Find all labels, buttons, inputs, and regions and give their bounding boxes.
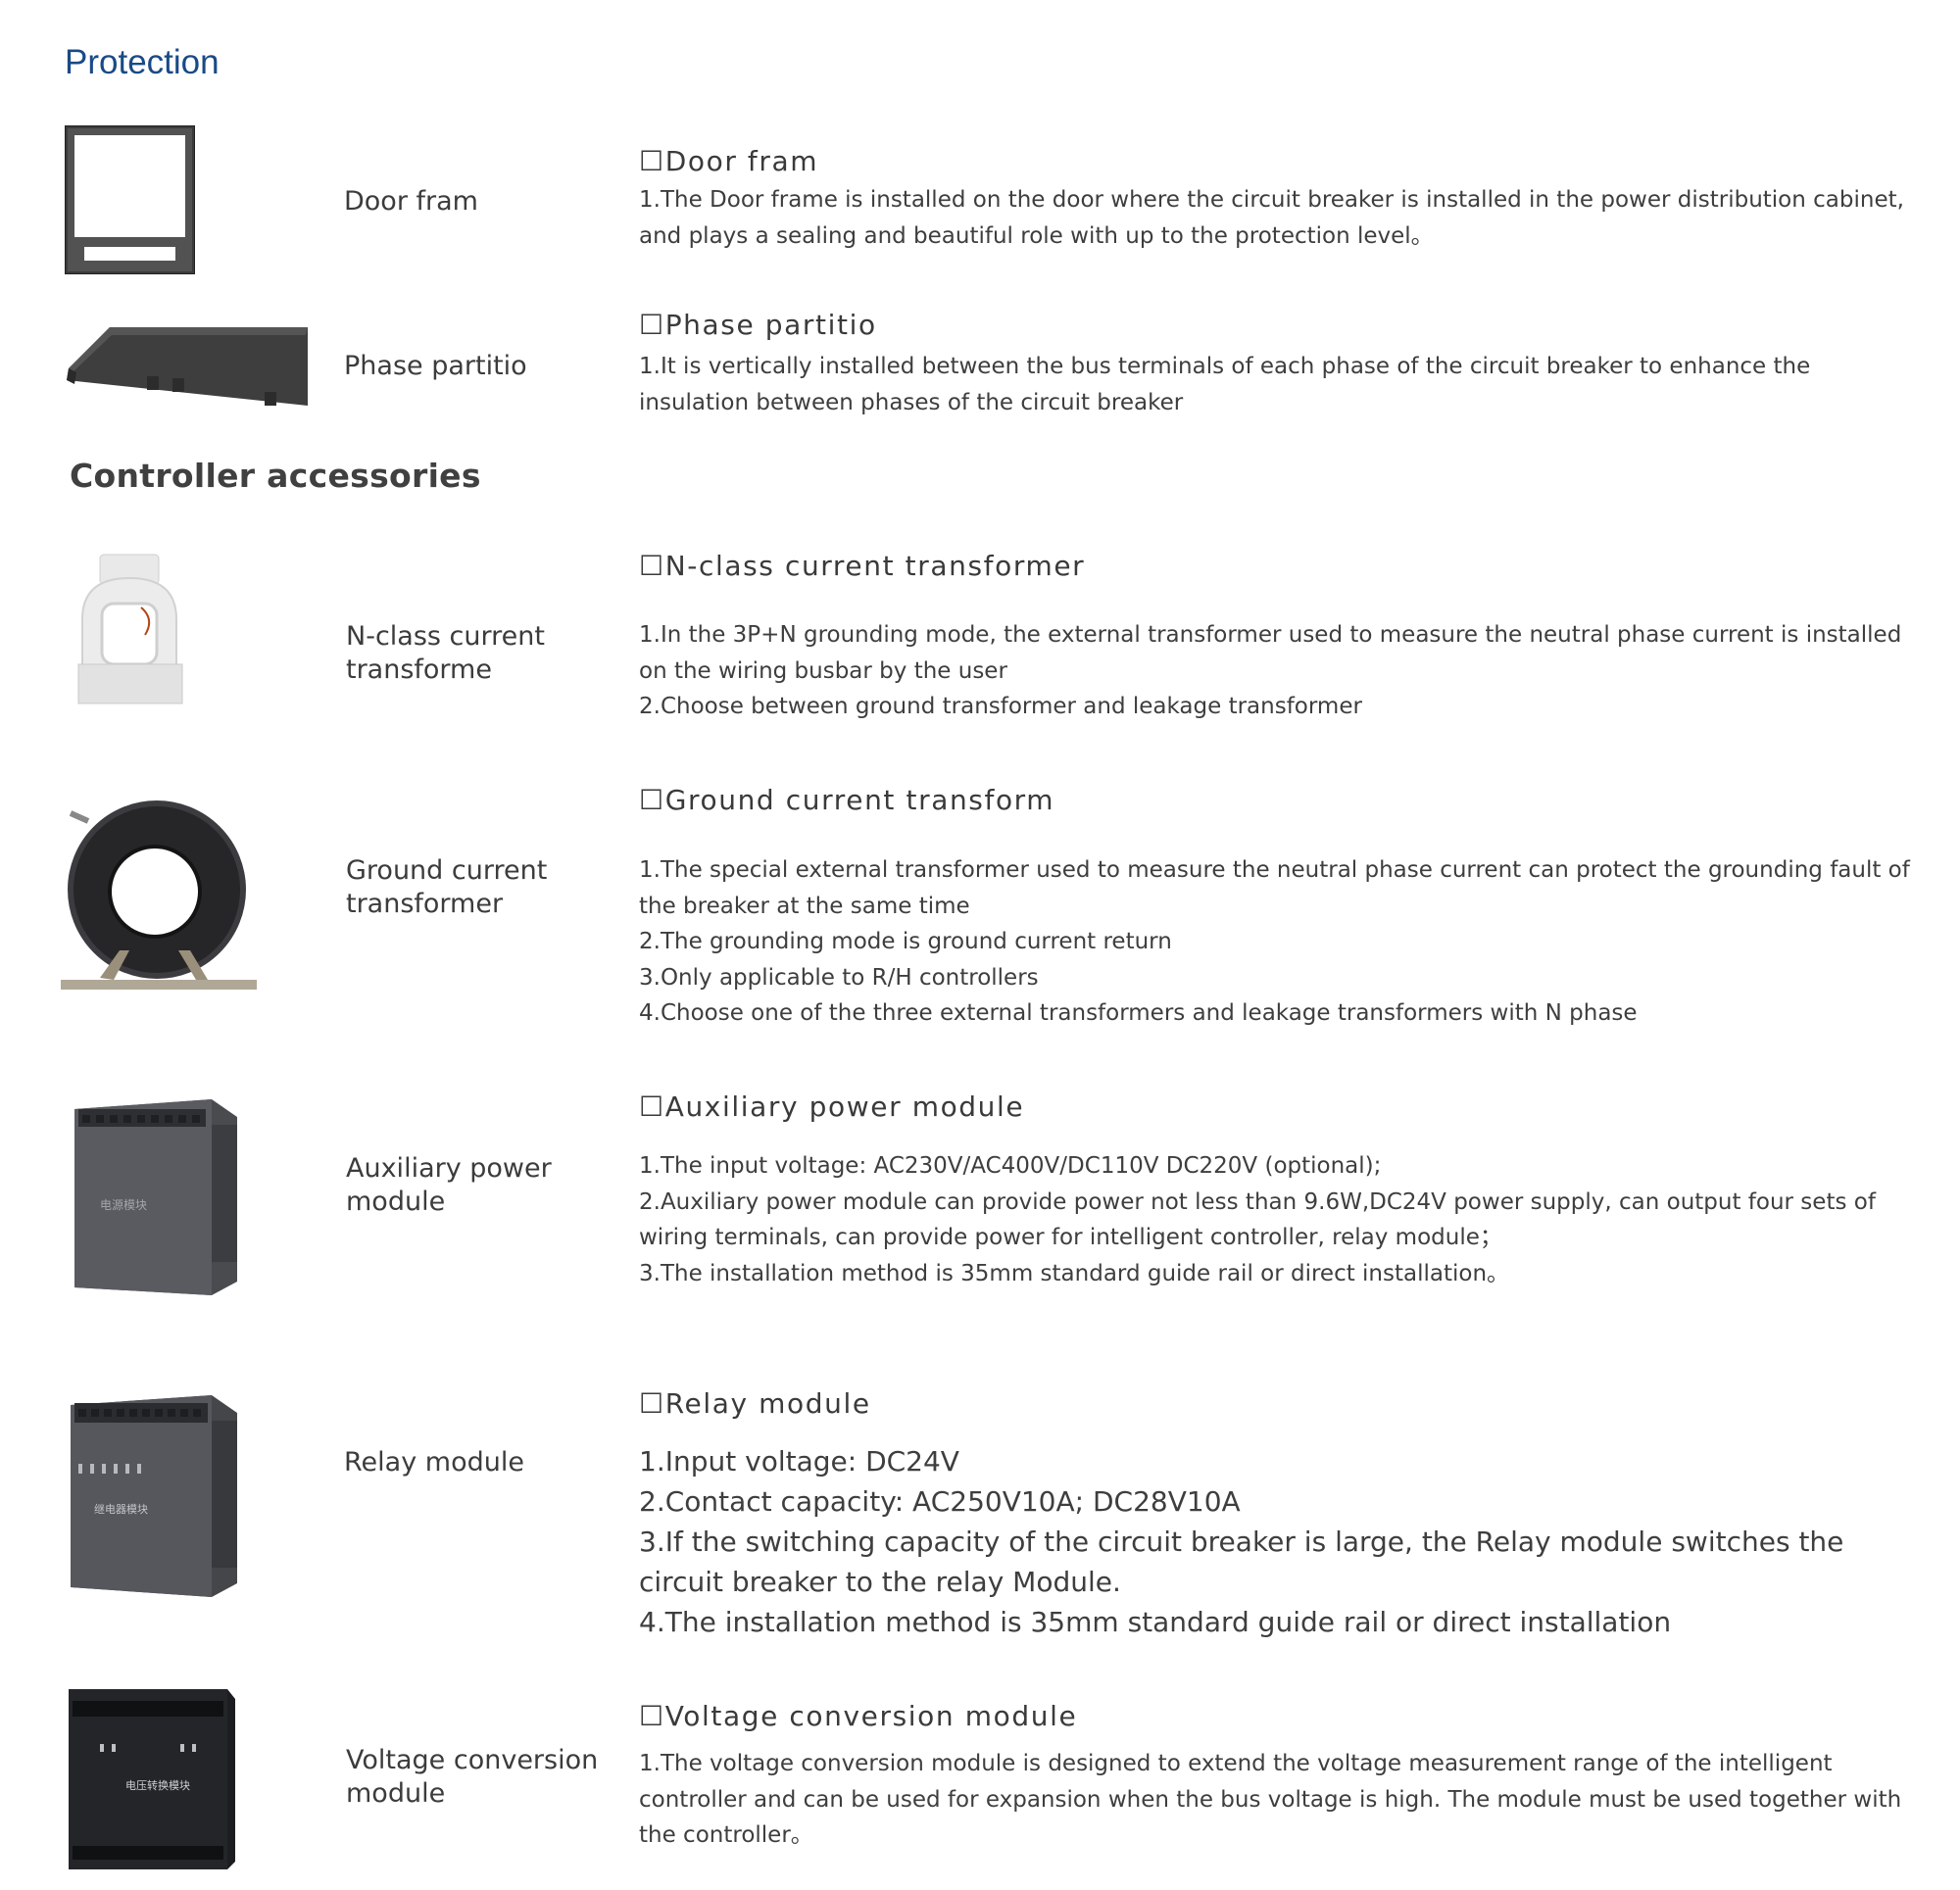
voltage-device-label: 电压转换模块 bbox=[125, 1778, 190, 1792]
item-description-ground-transformer: 1.The special external transformer used … bbox=[639, 852, 1933, 1032]
description-line: 2.Choose between ground transformer and … bbox=[639, 694, 1362, 719]
description-line: 1.The special external transformer used … bbox=[639, 857, 1910, 919]
description-line: 4.The installation method is 35mm standa… bbox=[639, 1606, 1672, 1638]
item-name-ground-transformer: Ground current transformer bbox=[346, 855, 548, 919]
phase-partition-image bbox=[63, 321, 314, 412]
description-line: 1.The input voltage: AC230V/AC400V/DC110… bbox=[639, 1153, 1382, 1179]
auxiliary-power-module-image: 电源模块 bbox=[65, 1095, 239, 1295]
item-name-door-frame: Door fram bbox=[344, 186, 478, 217]
ground-transformer-image bbox=[61, 794, 257, 997]
item-name-auxiliary-power-module: Auxiliary power module bbox=[346, 1153, 552, 1217]
description-line: 1.The voltage conversion module is desig… bbox=[639, 1751, 1902, 1848]
item-name-voltage-conversion-module: Voltage conversion module bbox=[346, 1745, 599, 1809]
description-line: 2.Auxiliary power module can provide pow… bbox=[639, 1188, 1876, 1251]
section-title-controller-accessories: Controller accessories bbox=[70, 457, 481, 495]
item-name-relay-module: Relay module bbox=[344, 1447, 524, 1478]
item-description-door-frame: 1.The Door frame is installed on the doo… bbox=[639, 182, 1933, 254]
description-line: 1.The Door frame is installed on the doo… bbox=[639, 187, 1904, 249]
item-heading-relay-module: ☐Relay module bbox=[639, 1387, 871, 1420]
door-frame-image bbox=[65, 125, 195, 274]
item-description-auxiliary-power-module: 1.The input voltage: AC230V/AC400V/DC110… bbox=[639, 1148, 1933, 1291]
description-line: 1.It is vertically installed between the… bbox=[639, 354, 1811, 415]
description-line: 2.The grounding mode is ground current r… bbox=[639, 929, 1172, 954]
description-line: 3.If the switching capacity of the circu… bbox=[639, 1526, 1844, 1598]
description-line: 1.Input voltage: DC24V bbox=[639, 1445, 959, 1478]
section-title-protection: Protection bbox=[65, 43, 220, 81]
item-description-voltage-conversion-module: 1.The voltage conversion module is desig… bbox=[639, 1746, 1942, 1854]
n-class-transformer-image bbox=[73, 551, 188, 707]
item-heading-phase-partition: ☐Phase partitio bbox=[639, 309, 877, 341]
item-heading-auxiliary-power-module: ☐Auxiliary power module bbox=[639, 1090, 1025, 1123]
item-description-relay-module: 1.Input voltage: DC24V 2.Contact capacit… bbox=[639, 1441, 1933, 1642]
item-name-n-class-transformer: N-class current transforme bbox=[346, 621, 545, 685]
item-heading-n-class-transformer: ☐N-class current transformer bbox=[639, 550, 1086, 582]
item-description-n-class-transformer: 1.In the 3P+N grounding mode, the extern… bbox=[639, 617, 1933, 725]
description-line: 2.Contact capacity: AC250V10A; DC28V10A bbox=[639, 1485, 1241, 1518]
description-line: 4.Choose one of the three external trans… bbox=[639, 1000, 1638, 1026]
item-heading-ground-transformer: ☐Ground current transform bbox=[639, 784, 1055, 816]
description-line: 3.The installation method is 35mm standa… bbox=[639, 1260, 1510, 1286]
item-description-phase-partition: 1.It is vertically installed between the… bbox=[639, 349, 1815, 420]
item-heading-door-frame: ☐Door fram bbox=[639, 145, 819, 177]
voltage-conversion-module-image: 电压转换模块 bbox=[65, 1683, 237, 1869]
auxiliary-device-label: 电源模块 bbox=[100, 1198, 147, 1212]
relay-device-label: 继电器模块 bbox=[94, 1503, 148, 1516]
item-name-phase-partition: Phase partitio bbox=[344, 351, 527, 381]
description-line: 1.In the 3P+N grounding mode, the extern… bbox=[639, 622, 1902, 684]
relay-module-image: 继电器模块 bbox=[65, 1391, 239, 1597]
description-line: 3.Only applicable to R/H controllers bbox=[639, 964, 1039, 991]
item-heading-voltage-conversion-module: ☐Voltage conversion module bbox=[639, 1700, 1078, 1732]
